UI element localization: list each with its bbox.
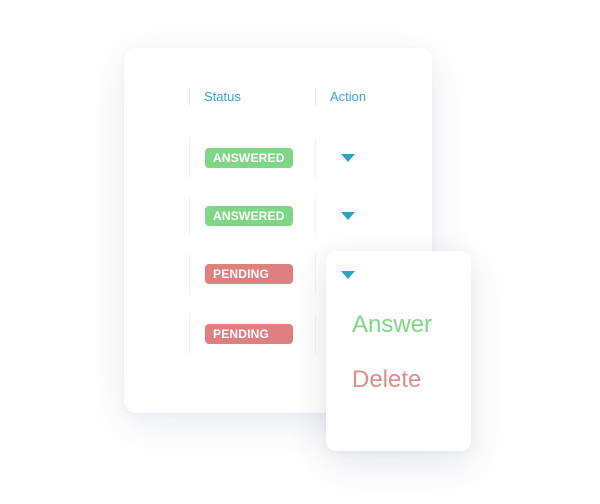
menu-item-delete[interactable]: Delete bbox=[352, 366, 422, 393]
column-divider bbox=[189, 138, 190, 178]
column-divider bbox=[315, 254, 316, 294]
table-row: ANSWERED bbox=[0, 196, 600, 236]
column-divider bbox=[189, 254, 190, 294]
status-badge: ANSWERED bbox=[205, 206, 293, 226]
status-badge: PENDING bbox=[205, 324, 293, 344]
column-divider bbox=[315, 314, 316, 354]
column-header-status: Status bbox=[189, 88, 241, 106]
caret-down-icon[interactable] bbox=[341, 271, 355, 279]
caret-down-icon[interactable] bbox=[341, 154, 355, 162]
action-dropdown-menu: Answer Delete bbox=[326, 251, 471, 451]
column-header-action: Action bbox=[315, 88, 366, 106]
column-divider bbox=[189, 196, 190, 236]
column-divider bbox=[189, 314, 190, 354]
status-badge: ANSWERED bbox=[205, 148, 293, 168]
menu-item-answer[interactable]: Answer bbox=[352, 311, 433, 338]
table-row: ANSWERED bbox=[0, 138, 600, 178]
column-divider bbox=[315, 138, 316, 178]
caret-down-icon[interactable] bbox=[341, 212, 355, 220]
table-row: PENDING bbox=[0, 254, 600, 294]
table-row: PENDING bbox=[0, 314, 600, 354]
status-badge: PENDING bbox=[205, 264, 293, 284]
column-divider bbox=[315, 196, 316, 236]
